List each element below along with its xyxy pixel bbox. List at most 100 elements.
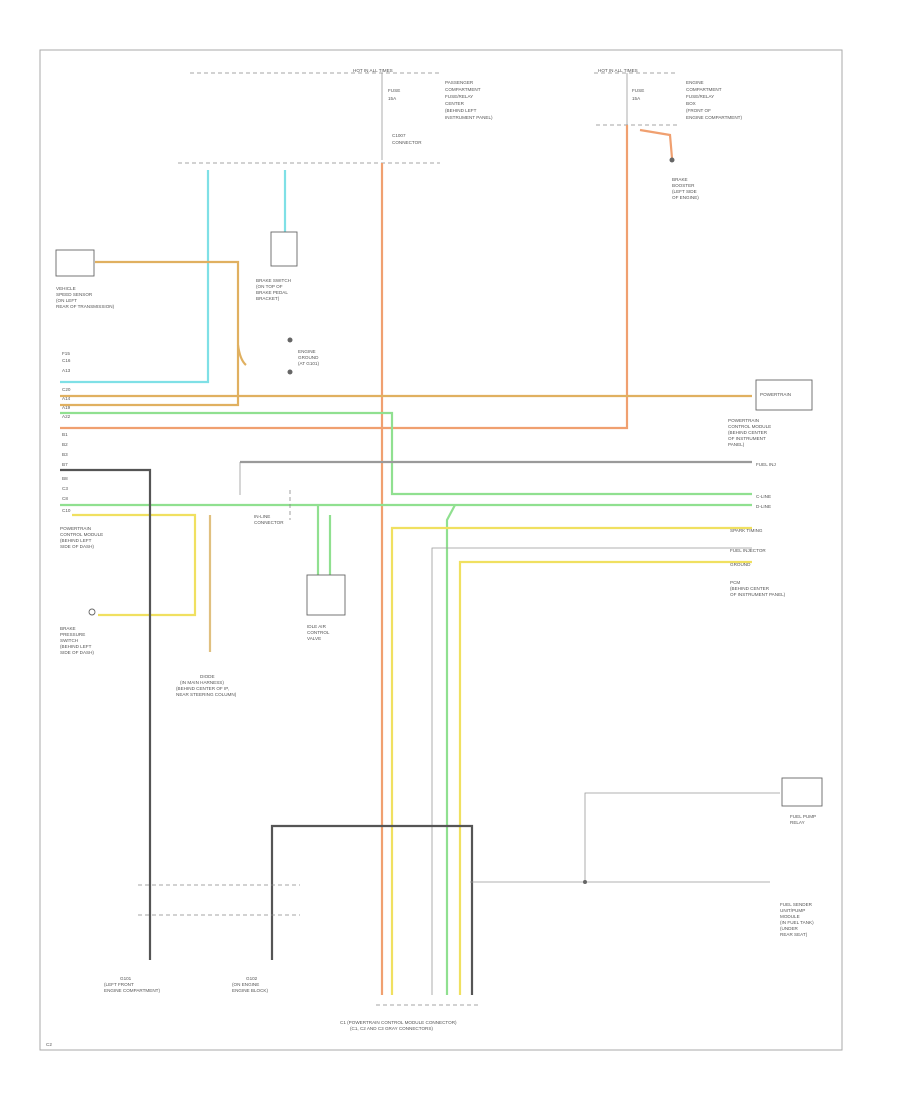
svg-text:B7: B7 xyxy=(62,462,68,467)
brake-pressure-switch xyxy=(88,608,96,616)
wire-gray-2 xyxy=(431,547,752,995)
svg-text:(BEHIND LEFT: (BEHIND LEFT xyxy=(445,108,477,113)
svg-text:CONNECTOR: CONNECTOR xyxy=(254,520,284,525)
svg-text:(AT G101): (AT G101) xyxy=(298,361,319,366)
brake-switch-label: BRAKE SWITCH (ON TOP OF BRAKE PEDAL BRAC… xyxy=(256,278,291,301)
svg-text:CONNECTOR: CONNECTOR xyxy=(392,140,422,145)
svg-text:(ON TOP OF: (ON TOP OF xyxy=(256,284,283,289)
brake-booster-label: BRAKE BOOSTER (LEFT SIDE OF ENGINE) xyxy=(672,177,699,200)
svg-text:BRAKE PEDAL: BRAKE PEDAL xyxy=(256,290,288,295)
right-fuse-desc: ENGINE COMPARTMENT FUSE/RELAY BOX (FRONT… xyxy=(686,80,742,120)
svg-text:ENGINE COMPARTMENT): ENGINE COMPARTMENT) xyxy=(686,115,742,120)
splice-dot xyxy=(669,157,675,163)
svg-text:(BEHIND LEFT: (BEHIND LEFT xyxy=(60,644,92,649)
fuel-pump-relay xyxy=(781,777,823,807)
vss-component xyxy=(55,249,95,277)
left-fuse-label: FUSE xyxy=(388,88,400,93)
svg-text:SPEED SENSOR: SPEED SENSOR xyxy=(56,292,93,297)
fuel-pump-relay-label: FUEL PUMP RELAY xyxy=(790,814,816,825)
svg-text:B3: B3 xyxy=(62,452,68,457)
svg-text:BRAKE: BRAKE xyxy=(672,177,688,182)
svg-text:PCM: PCM xyxy=(730,580,740,585)
wire-yel-2 xyxy=(458,560,752,995)
left-fuse-value: 15A xyxy=(388,96,397,101)
svg-text:REAR OF TRANSMISSION): REAR OF TRANSMISSION) xyxy=(56,304,115,309)
vss-label: VEHICLE SPEED SENSOR (ON LEFT REAR OF TR… xyxy=(56,286,115,309)
svg-text:(BEHIND CENTER OF IP,: (BEHIND CENTER OF IP, xyxy=(176,686,229,691)
left-fuse-desc: PASSENGER COMPARTMENT FUSE/RELAY CENTER … xyxy=(445,80,493,120)
svg-text:VEHICLE: VEHICLE xyxy=(56,286,76,291)
pcm-right-box xyxy=(755,379,813,411)
footer-code: C2 xyxy=(46,1042,52,1047)
wire-ltblu-1 xyxy=(60,170,210,384)
g102-label: G102 (ON ENGINE ENGINE BLOCK) xyxy=(232,976,268,993)
svg-text:(LEFT FRONT: (LEFT FRONT xyxy=(104,982,134,987)
svg-text:PANEL): PANEL) xyxy=(728,442,745,447)
svg-text:C20: C20 xyxy=(62,387,71,392)
svg-text:D-LINE: D-LINE xyxy=(756,504,771,509)
svg-text:IDLE AIR: IDLE AIR xyxy=(307,624,327,629)
wire-yel-3 xyxy=(72,513,197,617)
svg-text:(BEHIND CENTER: (BEHIND CENTER xyxy=(730,586,770,591)
svg-text:COMPARTMENT: COMPARTMENT xyxy=(686,87,722,92)
svg-text:G101: G101 xyxy=(120,976,132,981)
engine-ground-symbol xyxy=(287,337,293,343)
svg-text:RELAY: RELAY xyxy=(790,820,805,825)
svg-text:SIDE OF DASH): SIDE OF DASH) xyxy=(60,650,94,655)
svg-text:BRAKE SWITCH: BRAKE SWITCH xyxy=(256,278,291,283)
svg-text:UNIT/PUMP: UNIT/PUMP xyxy=(780,908,805,913)
pcm-right-desc: PCM (BEHIND CENTER OF INSTRUMENT PANEL) xyxy=(730,580,786,597)
svg-text:FUSE/RELAY: FUSE/RELAY xyxy=(445,94,473,99)
svg-text:(LEFT SIDE: (LEFT SIDE xyxy=(672,189,697,194)
svg-text:C-LINE: C-LINE xyxy=(756,494,771,499)
engine-ground-symbol-2 xyxy=(287,369,293,375)
wire-tan-vss xyxy=(60,260,240,407)
brake-switch-component xyxy=(270,231,298,267)
wire-blk-bottom xyxy=(270,824,474,995)
engine-ground-label: ENGINE GROUND (AT G101) xyxy=(298,349,319,366)
svg-text:C3: C3 xyxy=(62,486,68,491)
svg-text:REAR SEAT): REAR SEAT) xyxy=(780,932,808,937)
svg-text:POWERTRAIN: POWERTRAIN xyxy=(728,418,759,423)
svg-text:ENGINE: ENGINE xyxy=(298,349,316,354)
wire-tan-jumper xyxy=(236,344,247,366)
wire-fuel-relay xyxy=(584,792,780,882)
svg-text:BOOSTER: BOOSTER xyxy=(672,183,695,188)
svg-text:C1 (POWERTRAIN CONTROL MODULE: C1 (POWERTRAIN CONTROL MODULE CONNECTOR) xyxy=(340,1020,457,1025)
svg-text:COMPARTMENT: COMPARTMENT xyxy=(445,87,481,92)
svg-text:FUSE: FUSE xyxy=(632,88,644,93)
svg-text:A22: A22 xyxy=(62,414,71,419)
svg-text:FUEL SENDER: FUEL SENDER xyxy=(780,902,813,907)
svg-text:A14: A14 xyxy=(62,396,71,401)
idle-air-label: IDLE AIR CONTROL VALVE xyxy=(307,624,330,641)
svg-text:FUSE/RELAY: FUSE/RELAY xyxy=(686,94,714,99)
right-bus-label: HOT IN ALL TIMES xyxy=(598,68,638,73)
wire-blk-g101 xyxy=(60,468,152,960)
inline-connector: IN-LINE CONNECTOR xyxy=(254,490,291,525)
svg-text:BRACKET): BRACKET) xyxy=(256,296,280,301)
bottom-connector-label: C1 (POWERTRAIN CONTROL MODULE CONNECTOR)… xyxy=(340,1020,457,1031)
wire-org-splice xyxy=(639,128,674,159)
svg-text:C8: C8 xyxy=(62,496,68,501)
svg-text:PASSENGER: PASSENGER xyxy=(445,80,474,85)
pcm-right-label: POWERTRAIN POWERTRAIN CONTROL MODULE (BE… xyxy=(728,392,791,447)
svg-text:CONTROL MODULE: CONTROL MODULE xyxy=(728,424,771,429)
svg-text:POWERTRAIN: POWERTRAIN xyxy=(60,526,91,531)
idle-air-valve xyxy=(306,574,346,616)
svg-text:POWERTRAIN: POWERTRAIN xyxy=(760,392,791,397)
pcm-left-pins: F15 C16 A13 C20 A14 A19 A22 B1 B2 B3 B7 … xyxy=(62,351,71,513)
svg-text:(ON ENGINE: (ON ENGINE xyxy=(232,982,259,987)
svg-text:OF INSTRUMENT PANEL): OF INSTRUMENT PANEL) xyxy=(730,592,786,597)
svg-text:CONTROL: CONTROL xyxy=(307,630,330,635)
svg-text:OF ENGINE): OF ENGINE) xyxy=(672,195,699,200)
svg-text:NEAR STEERING COLUMN): NEAR STEERING COLUMN) xyxy=(176,692,237,697)
svg-text:A13: A13 xyxy=(62,368,71,373)
right-fuse-label: FUSE 15A xyxy=(632,88,644,101)
svg-text:C1007: C1007 xyxy=(392,133,406,138)
svg-text:15A: 15A xyxy=(632,96,641,101)
svg-text:BOX: BOX xyxy=(686,101,696,106)
svg-text:DIODE: DIODE xyxy=(200,674,215,679)
svg-text:IN-LINE: IN-LINE xyxy=(254,514,270,519)
brake-pressure-label: BRAKE PRESSURE SWITCH (BEHIND LEFT SIDE … xyxy=(60,626,94,655)
svg-text:SWITCH: SWITCH xyxy=(60,638,78,643)
